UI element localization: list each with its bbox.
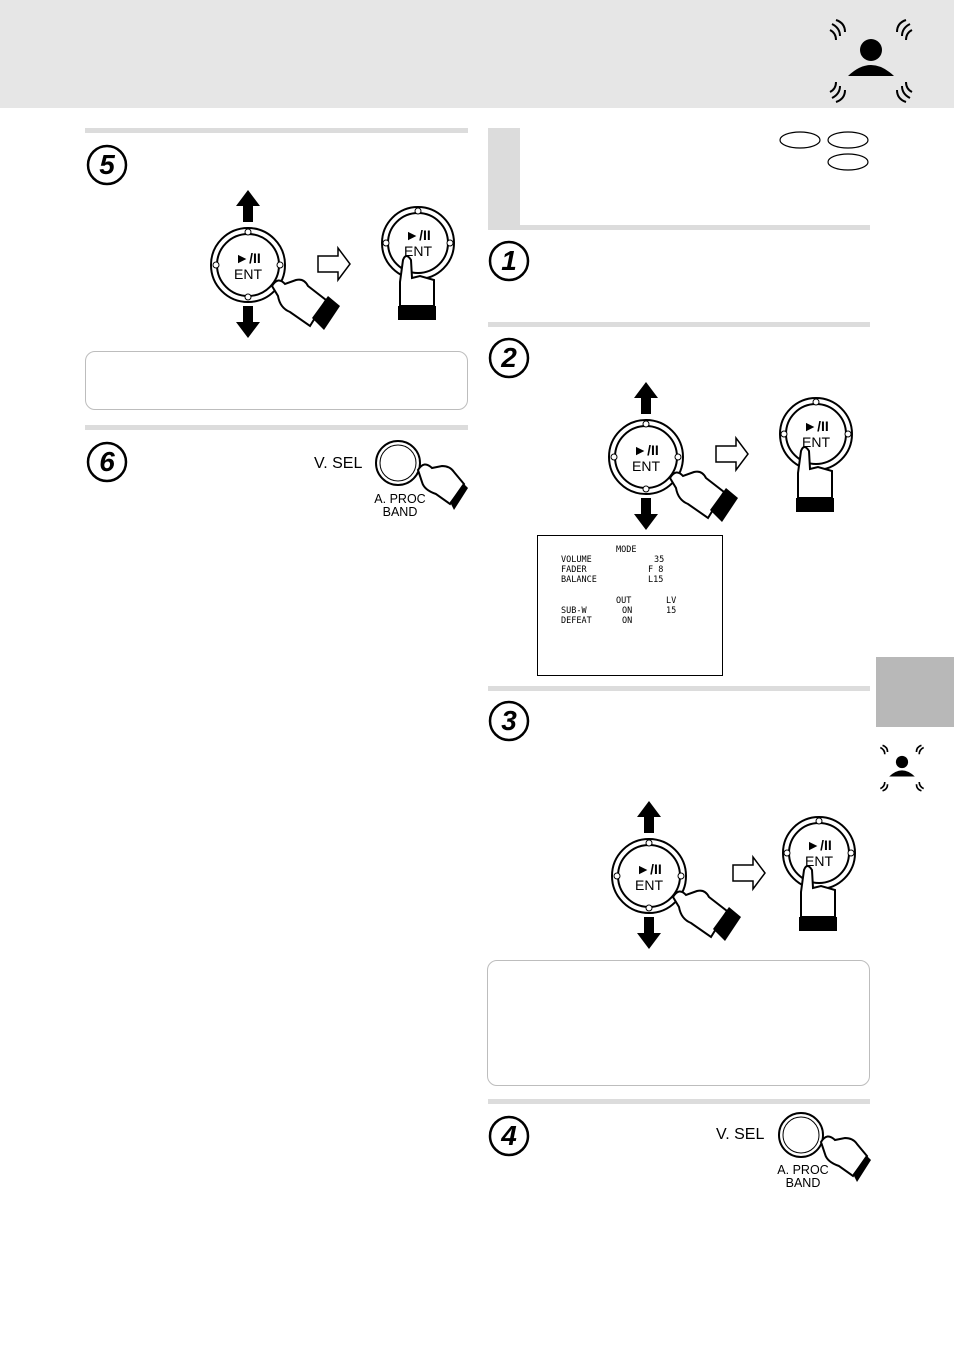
svg-text:►/II: ►/II (806, 837, 832, 853)
surround-listener-icon (879, 744, 925, 792)
step-5-marker: 5 (86, 144, 128, 186)
vsel-button-illustration (375, 440, 468, 510)
right-arrow-icon (715, 435, 749, 473)
lcd-balance-value: L15 (648, 575, 664, 585)
aproc-band-label: A. PROC BAND (374, 492, 426, 519)
vsel-label: V. SEL (716, 1126, 765, 1143)
down-arrow-icon (634, 498, 658, 530)
vsel-button (375, 440, 421, 486)
circled-number-icon: 6 (86, 441, 128, 483)
note-box (85, 351, 468, 410)
step-number: 4 (500, 1120, 517, 1151)
svg-text:ENT: ENT (234, 266, 262, 282)
pointing-hand-icon (416, 463, 466, 506)
controller-illustration: ►/II ENT ►/II ENT (210, 190, 455, 338)
vsel-button-illustration (778, 1112, 871, 1182)
svg-text:►/II: ►/II (636, 861, 662, 877)
lcd-subw-out: ON (622, 606, 633, 616)
model-badges-icon (779, 131, 869, 171)
lcd-subw-label: SUB-W (561, 606, 587, 616)
step-4-marker: 4 (488, 1115, 530, 1157)
up-arrow-icon (637, 801, 661, 833)
section-divider (85, 128, 468, 133)
up-arrow-icon (236, 190, 260, 222)
step-1-marker: 1 (488, 240, 530, 282)
vsel-label: V. SEL (314, 455, 363, 472)
lcd-defeat-label: DEFEAT (561, 616, 592, 626)
section-divider (488, 686, 870, 691)
surround-listener-icon (829, 19, 913, 103)
lcd-fader-label: FADER (561, 565, 587, 575)
section-divider (488, 225, 870, 230)
up-arrow-icon (634, 382, 658, 414)
step-number: 1 (501, 245, 517, 276)
controller-illustration: ►/II ENT ►/II ENT (611, 801, 856, 949)
circled-number-icon: 2 (488, 337, 530, 379)
lcd-volume-label: VOLUME (561, 555, 592, 565)
step-number: 3 (501, 705, 517, 736)
pointing-hand-icon (819, 1135, 869, 1178)
section-heading-bar (488, 128, 520, 225)
circled-number-icon: 1 (488, 240, 530, 282)
right-arrow-icon (317, 245, 351, 283)
lcd-out-header: OUT (616, 596, 632, 606)
step-number: 6 (99, 446, 115, 477)
side-index-tab (876, 657, 954, 727)
lcd-subw-lv: 15 (666, 606, 677, 616)
vsel-button (778, 1112, 824, 1158)
lcd-balance-label: BALANCE (561, 575, 597, 585)
svg-text:ENT: ENT (635, 877, 663, 893)
down-arrow-icon (236, 306, 260, 338)
section-divider (488, 1099, 870, 1104)
note-box (487, 960, 870, 1086)
lcd-lv-header: LV (666, 596, 677, 606)
svg-text:ENT: ENT (805, 853, 833, 869)
page-header-band (0, 0, 954, 108)
lcd-volume-value: 35 (654, 555, 665, 565)
circled-number-icon: 4 (488, 1115, 530, 1157)
pointing-hand-icon (668, 470, 726, 520)
aproc-band-label: A. PROC BAND (777, 1163, 829, 1190)
section-divider (85, 425, 468, 430)
pointing-hand-icon (270, 278, 328, 328)
svg-text:ENT: ENT (404, 243, 432, 259)
svg-text:ENT: ENT (632, 458, 660, 474)
circled-number-icon: 3 (488, 700, 530, 742)
step-3-marker: 3 (488, 700, 530, 742)
step-2-marker: 2 (488, 337, 530, 379)
step-number: 2 (500, 342, 517, 373)
lcd-fader-value: F 8 (648, 565, 664, 575)
lcd-mode-title: MODE (616, 545, 637, 555)
lcd-display: MODE VOLUME 35 FADER F 8 BALANCE L15 OUT… (537, 535, 723, 676)
step-6-marker: 6 (86, 441, 128, 483)
controller-illustration: ►/II ENT ►/II ENT (608, 382, 853, 530)
svg-text:ENT: ENT (802, 434, 830, 450)
pointing-hand-icon (671, 889, 729, 939)
svg-text:►/II: ►/II (633, 442, 659, 458)
step-number: 5 (99, 149, 115, 180)
svg-text:►/II: ►/II (235, 250, 261, 266)
right-arrow-icon (732, 854, 766, 892)
section-divider (488, 322, 870, 327)
lcd-defeat-out: ON (622, 616, 633, 626)
svg-text:►/II: ►/II (803, 418, 829, 434)
circled-number-icon: 5 (86, 144, 128, 186)
svg-text:►/II: ►/II (405, 227, 431, 243)
down-arrow-icon (637, 917, 661, 949)
